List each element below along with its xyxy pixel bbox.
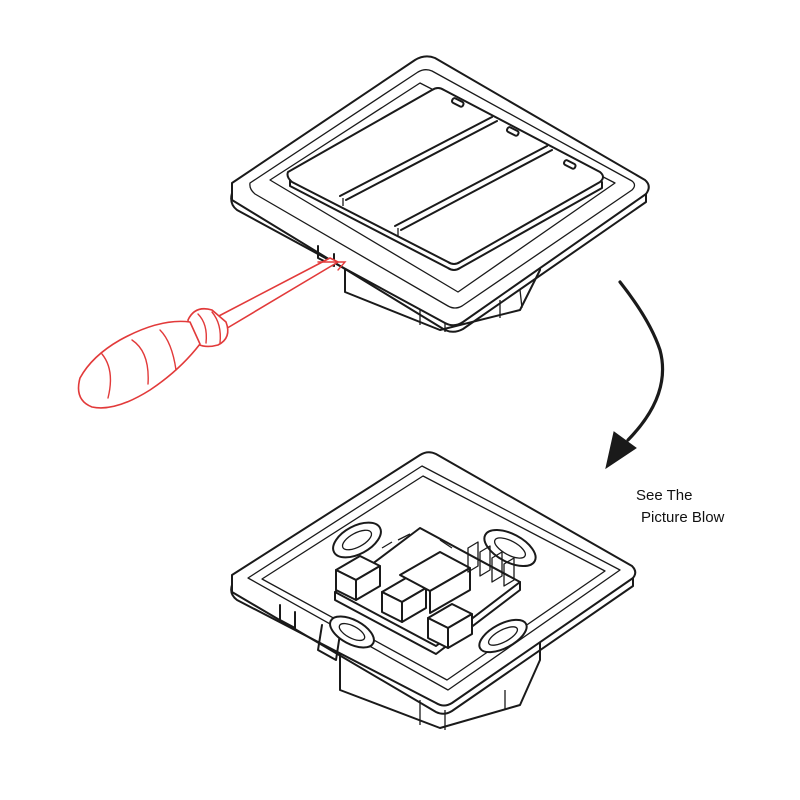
main-relay [399,551,471,614]
mounting-slot-left [332,521,382,559]
rocker-divider-2 [394,145,548,227]
assembled-switch [230,55,650,333]
led-indicator-2 [505,126,520,137]
mounting-slot-bottom-left [329,615,375,649]
screwdriver [77,257,347,409]
curved-arrow-head [605,431,637,470]
relay-block-3 [427,603,473,649]
curved-arrow [605,280,665,470]
open-switch-base [230,451,637,730]
mounting-slot-bottom-right [478,618,528,654]
led-indicator-3 [562,159,577,170]
screwdriver-handle [77,320,201,409]
led-indicator-1 [450,97,465,108]
curved-arrow-shaft [618,280,665,442]
caption-line-2: Picture Blow [641,509,725,526]
screwdriver-shaft [214,257,339,331]
relay-block-1 [335,555,381,601]
caption-line-1: See The [636,487,693,504]
mounting-slot-right [483,528,537,568]
rocker-divider-1 [339,116,493,197]
connector-pins [467,541,515,587]
